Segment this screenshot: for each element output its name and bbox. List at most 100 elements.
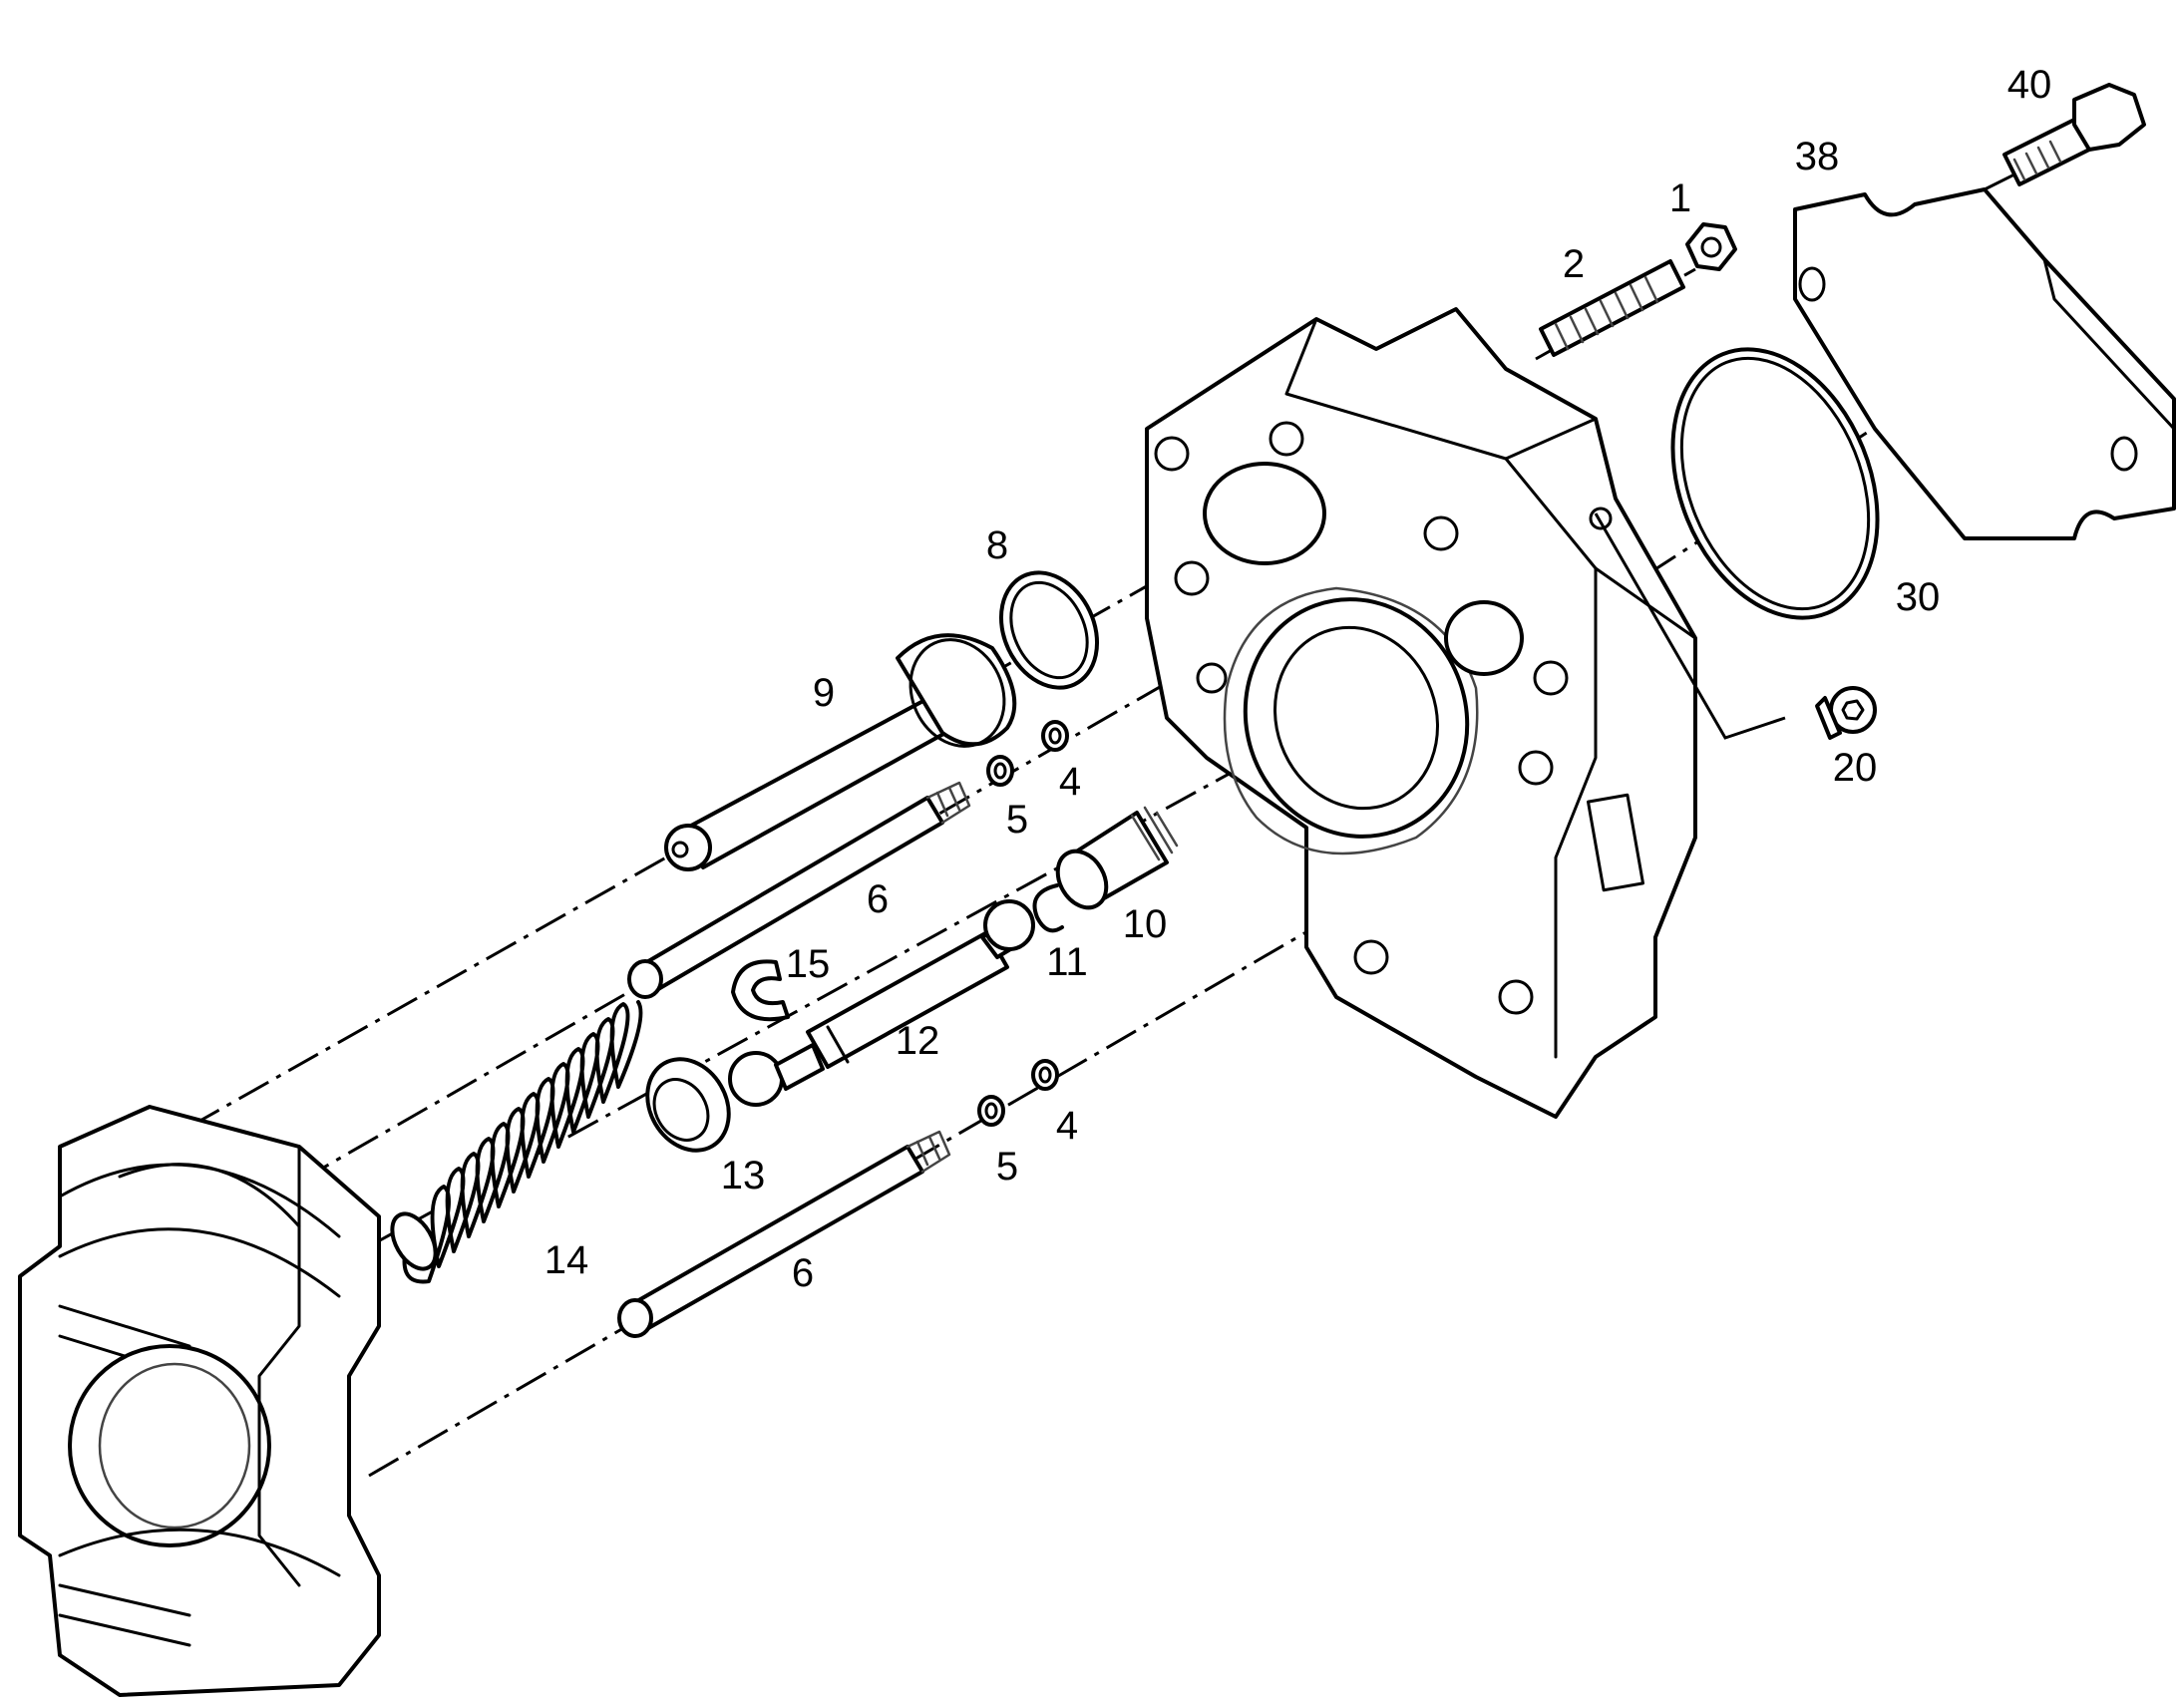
callout-13: 13 <box>721 1154 766 1197</box>
ring-8-inner <box>1009 580 1089 680</box>
clip-15 <box>731 959 790 1022</box>
spool-12-groove <box>826 1025 850 1064</box>
valve-housing <box>1145 307 1697 1119</box>
pin-6-lower-shaft <box>626 1145 924 1333</box>
callout-12: 12 <box>896 1019 940 1063</box>
callout-1: 1 <box>1669 176 1691 220</box>
piston-9-head-face <box>908 638 1006 748</box>
ring-8 <box>998 570 1100 690</box>
housing-small-port <box>1589 507 1613 530</box>
nut-1-body <box>1685 222 1737 271</box>
housing-hole-8 <box>1498 979 1534 1015</box>
callout-11: 11 <box>1046 940 1088 984</box>
cover-plate-hole-2 <box>2110 436 2138 472</box>
end-cap-bore <box>68 1344 271 1547</box>
housing-hole-4 <box>1423 515 1459 551</box>
washer-4-lower-body <box>1031 1059 1059 1091</box>
bushing-10-thread <box>1130 806 1179 861</box>
bolt-40 <box>2002 83 2146 186</box>
callout-38: 38 <box>1795 135 1840 178</box>
callout-4-lower: 4 <box>1056 1104 1078 1148</box>
callout-2: 2 <box>1563 242 1585 286</box>
spring-seat-13-inner <box>652 1078 710 1142</box>
stud-2-thread <box>1554 275 1659 351</box>
pin-6-lower-end <box>617 1298 653 1338</box>
callout-labels: 40 38 1 2 30 20 8 9 4 5 6 10 11 15 12 4 … <box>545 63 2052 1295</box>
cover-plate-body <box>1793 187 2176 540</box>
cover-plate-hole-1 <box>1798 266 1826 302</box>
ring-5-lower-body <box>977 1095 1005 1127</box>
callout-8: 8 <box>986 523 1008 567</box>
pin-6-upper <box>627 781 971 999</box>
o-ring-30-outer <box>1670 347 1880 620</box>
housing-hole-3 <box>1174 560 1210 596</box>
circlip-11-body <box>1032 883 1064 933</box>
end-cap-bore-inner <box>98 1362 251 1530</box>
housing-hole-7 <box>1353 939 1389 975</box>
housing-bore-right <box>1444 600 1524 676</box>
housing-seal-groove <box>1223 586 1479 855</box>
callout-40: 40 <box>2007 63 2052 107</box>
clip-15-body <box>731 959 790 1022</box>
plug-20-socket <box>1841 699 1865 721</box>
bolt-40-head <box>2072 83 2146 152</box>
plug-20-shank <box>1815 696 1842 740</box>
o-ring-30 <box>1670 347 1880 620</box>
plug-20 <box>1594 512 1877 740</box>
spool-12-neck <box>774 1043 825 1091</box>
stud-2 <box>1539 259 1685 357</box>
cover-plate-edge <box>2042 257 2176 431</box>
housing-hole-6 <box>1518 750 1554 786</box>
callout-10: 10 <box>1123 902 1168 946</box>
housing-bore-inner <box>1273 625 1439 811</box>
bushing-10 <box>1055 806 1179 910</box>
piston-9-stem <box>676 686 974 869</box>
callout-4-upper: 4 <box>1059 760 1081 804</box>
nut-1 <box>1685 222 1737 271</box>
cover-plate <box>1793 187 2176 540</box>
spool-12-body <box>806 930 1009 1069</box>
callout-5-upper: 5 <box>1006 798 1028 842</box>
callout-6-upper: 6 <box>867 877 889 921</box>
ring-5-lower-hole <box>984 1102 998 1120</box>
bolt-40-thread <box>2012 140 2062 181</box>
plug-20-leader <box>1594 512 1786 740</box>
end-cap-side-face <box>257 1145 301 1587</box>
spring-14 <box>390 1000 643 1284</box>
center-lines <box>188 143 2075 1478</box>
washer-4-upper-body <box>1041 720 1069 752</box>
pin-6-lower-thread <box>906 1130 951 1174</box>
end-cap-bottom-arc <box>58 1528 341 1577</box>
washer-4-lower <box>1031 1059 1059 1091</box>
callout-14: 14 <box>545 1238 589 1282</box>
callout-6-lower: 6 <box>792 1251 814 1295</box>
housing-rear-face <box>1554 566 1598 1059</box>
washer-4-upper-hole <box>1048 727 1062 745</box>
spool-12 <box>728 899 1035 1107</box>
housing-hole-9 <box>1196 662 1228 694</box>
spring-14-coil <box>402 1000 643 1284</box>
spool-12-left-ball <box>728 1051 784 1107</box>
housing-hole-5 <box>1533 660 1569 696</box>
spool-12-right-ball <box>983 899 1035 951</box>
callout-20: 20 <box>1833 746 1878 790</box>
end-cap <box>18 1105 381 1697</box>
ring-5-upper <box>986 755 1014 787</box>
ring-5-lower <box>977 1095 1005 1127</box>
nut-1-hole <box>1700 236 1722 258</box>
callout-5-lower: 5 <box>996 1145 1018 1189</box>
end-cap-groove-2 <box>58 1583 191 1647</box>
pin-6-lower <box>617 1130 951 1338</box>
callout-30: 30 <box>1896 575 1941 619</box>
housing-port-slot <box>1586 793 1645 892</box>
spring-14-end <box>390 1211 438 1271</box>
piston-9 <box>664 633 1017 871</box>
circlip-11 <box>1032 883 1064 933</box>
bushing-10-face <box>1055 849 1109 910</box>
washer-4-lower-hole <box>1038 1066 1052 1084</box>
spring-seat-13-outer <box>645 1057 731 1153</box>
pin-6-upper-end <box>627 959 663 999</box>
housing-hole-2 <box>1269 421 1304 457</box>
pin-6-upper-thread <box>925 781 971 825</box>
